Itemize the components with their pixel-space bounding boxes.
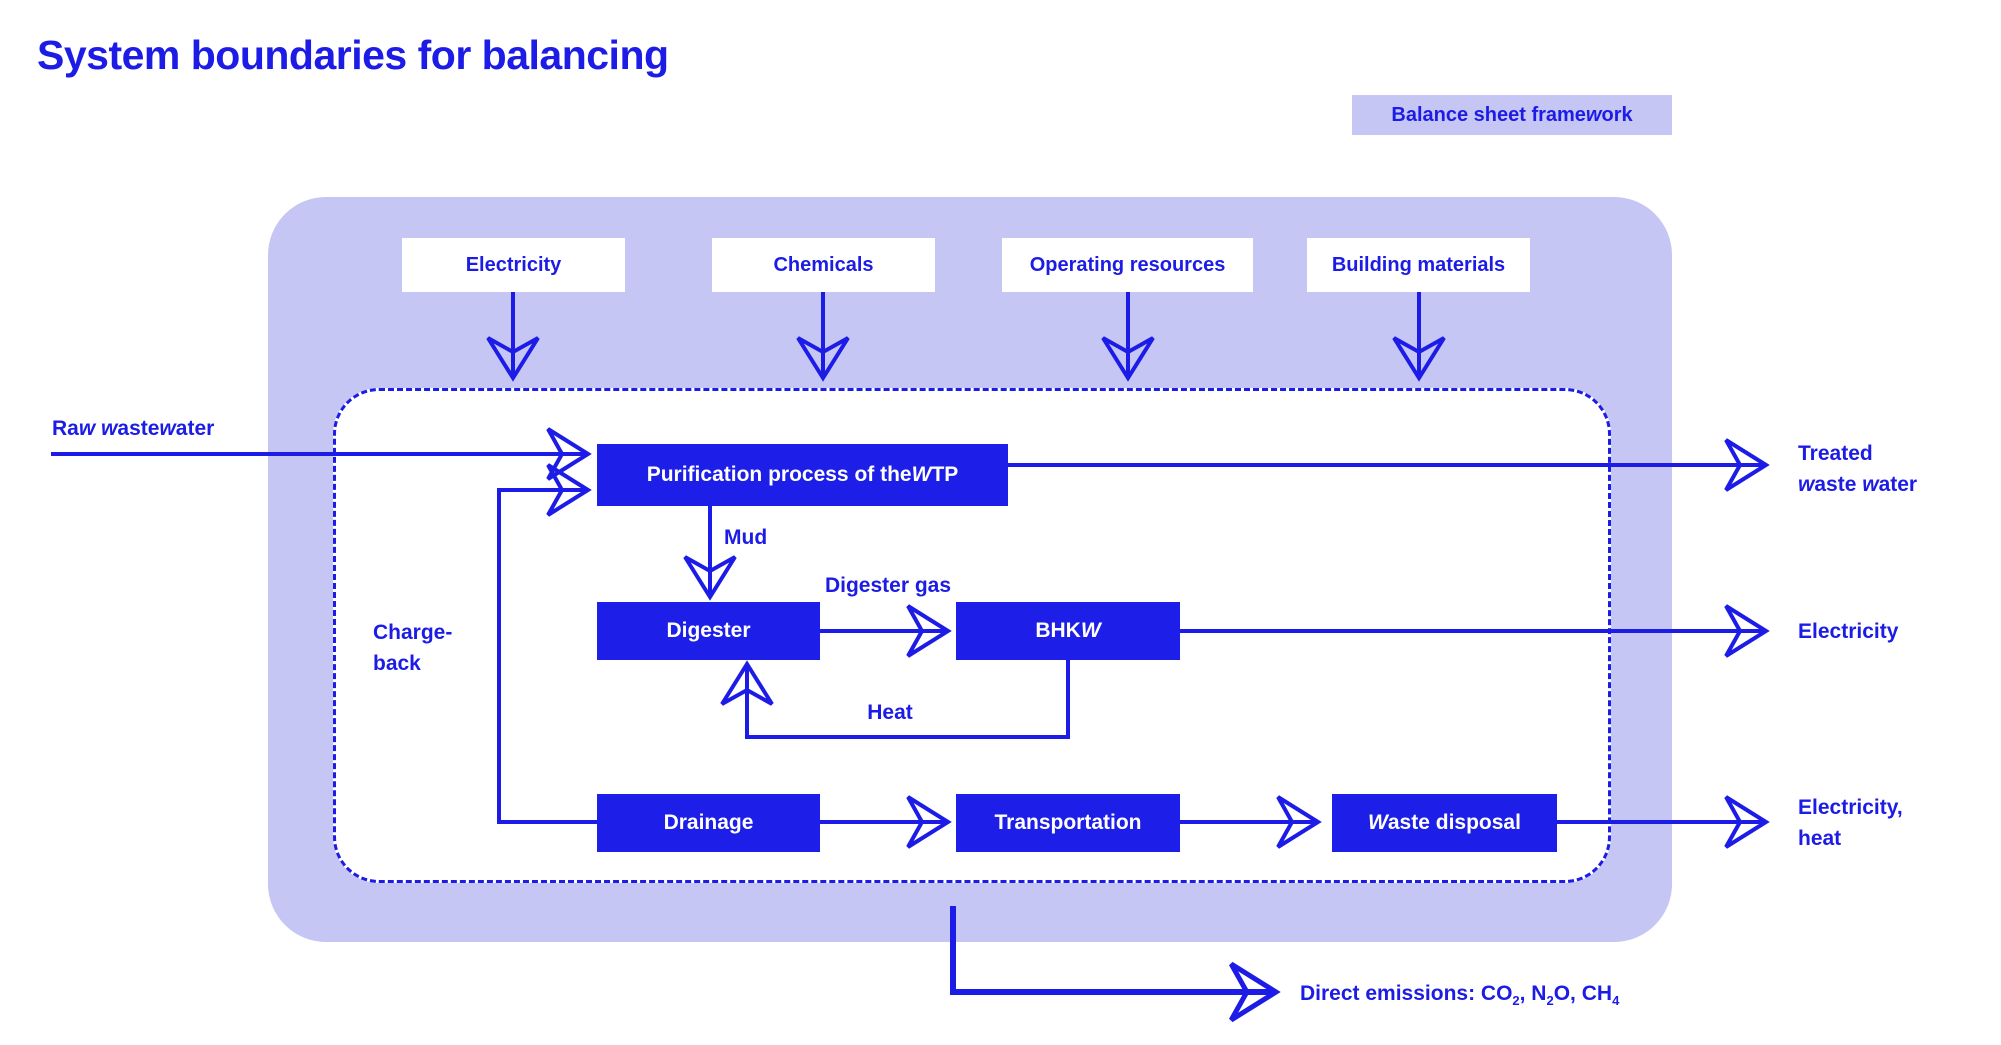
process-box-digester: Digester <box>597 602 820 660</box>
process-box-transportation: Transportation <box>956 794 1180 852</box>
label-chargeback: Charge-back <box>373 621 453 675</box>
input-box-operating-resources: Operating resources <box>1002 238 1253 292</box>
label-mud: Mud <box>724 526 768 549</box>
process-box-drainage: Drainage <box>597 794 820 852</box>
label-heat: Heat <box>867 701 913 724</box>
label-raw-wastewater: Raw wastewater <box>52 417 215 440</box>
input-box-electricity: Electricity <box>402 238 625 292</box>
balance-sheet-framework-badge: Balance sheet framework <box>1352 95 1672 135</box>
input-box-building-materials: Building materials <box>1307 238 1530 292</box>
label-output-electricity: Electricity <box>1798 620 1899 643</box>
label-direct-emissions: Direct emissions: CO2, N2O, CH4 <box>1300 982 1620 1009</box>
label-digester-gas: Digester gas <box>824 574 952 597</box>
badge-label: Balance sheet framework <box>1391 103 1633 126</box>
label-output-electricity-heat: Electricity,heat <box>1798 796 1903 850</box>
input-box-chemicals: Chemicals <box>712 238 935 292</box>
page-title: System boundaries for balancing <box>37 32 669 78</box>
